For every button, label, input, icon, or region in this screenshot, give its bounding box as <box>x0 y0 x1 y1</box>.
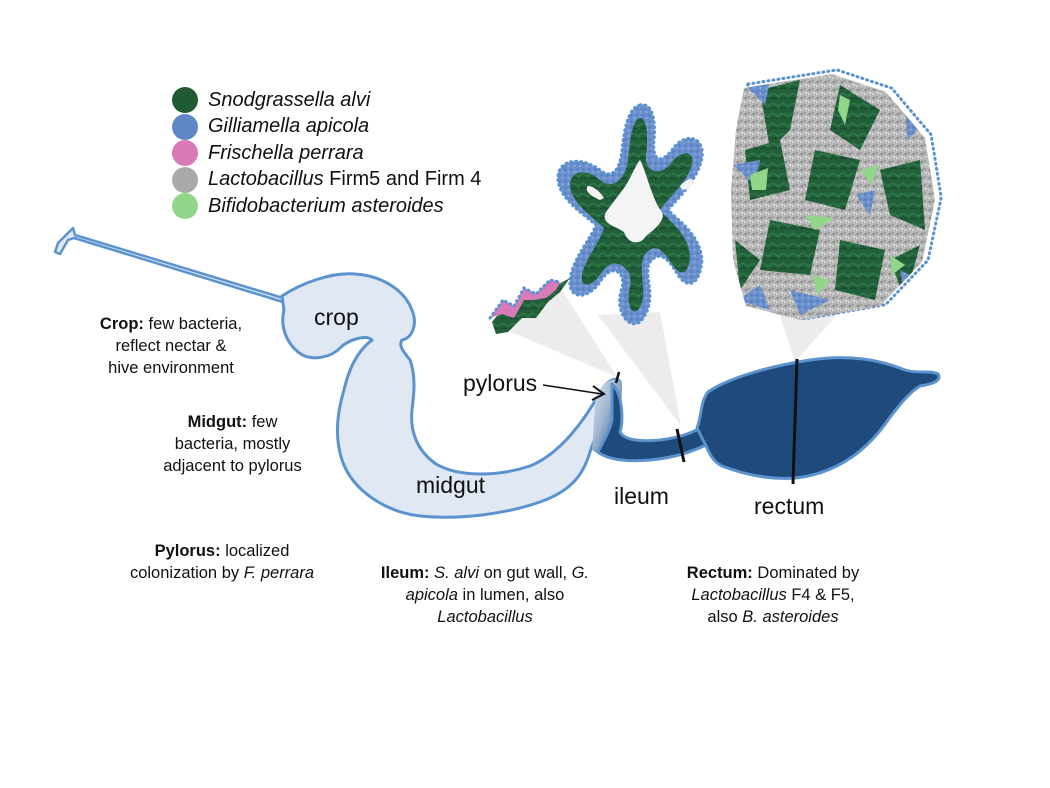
ileum-label: ileum <box>614 483 669 509</box>
rectum-note: Rectum: Dominated by Lactobacillus F4 & … <box>686 564 860 626</box>
ileum-zoom-cone <box>598 312 681 426</box>
legend: Snodgrassella alvi Gilliamella apicola F… <box>172 87 481 220</box>
pylorus-cross-section <box>488 278 570 334</box>
ileum-rectum-boundary-mark <box>675 428 686 463</box>
midgut-label: midgut <box>416 472 486 498</box>
swatch-blue-icon <box>172 113 198 140</box>
pylorus-boundary-mark <box>614 371 621 384</box>
pylorus-note: Pylorus: localized colonization by F. pe… <box>129 542 315 582</box>
rectum-shape <box>695 356 941 480</box>
rectum-cross-section <box>731 68 943 321</box>
rectum-section-mark <box>791 358 799 485</box>
swatch-gray-icon <box>172 166 198 193</box>
pylorus-label: pylorus <box>463 370 538 396</box>
ileum-cross-section <box>556 103 704 326</box>
legend-item-gilliamella: Gilliamella apicola <box>172 113 481 141</box>
swatch-dark-green-icon <box>172 87 198 114</box>
pylorus-arrowhead <box>591 385 606 401</box>
ileum-shape <box>596 382 710 463</box>
legend-item-snodgrassella: Snodgrassella alvi <box>172 87 481 114</box>
ileum-note: Ileum: S. alvi on gut wall, G. apicola i… <box>380 564 590 626</box>
rectum-label: rectum <box>754 493 825 519</box>
pylorus-arrow <box>542 384 603 395</box>
midgut-note: Midgut: few bacteria, mostly adjacent to… <box>163 413 302 475</box>
legend-item-lactobacillus: Lactobacillus Firm5 and Firm 4 <box>172 166 481 194</box>
swatch-light-green-icon <box>172 193 198 220</box>
legend-item-bifidobacterium: Bifidobacterium asteroides <box>172 193 481 220</box>
crop-label: crop <box>314 304 359 330</box>
swatch-pink-icon <box>172 140 198 167</box>
esophagus <box>53 226 284 304</box>
legend-item-frischella: Frischella perrara <box>172 140 481 167</box>
crop-note: Crop: few bacteria, reflect nectar & hiv… <box>99 315 243 377</box>
